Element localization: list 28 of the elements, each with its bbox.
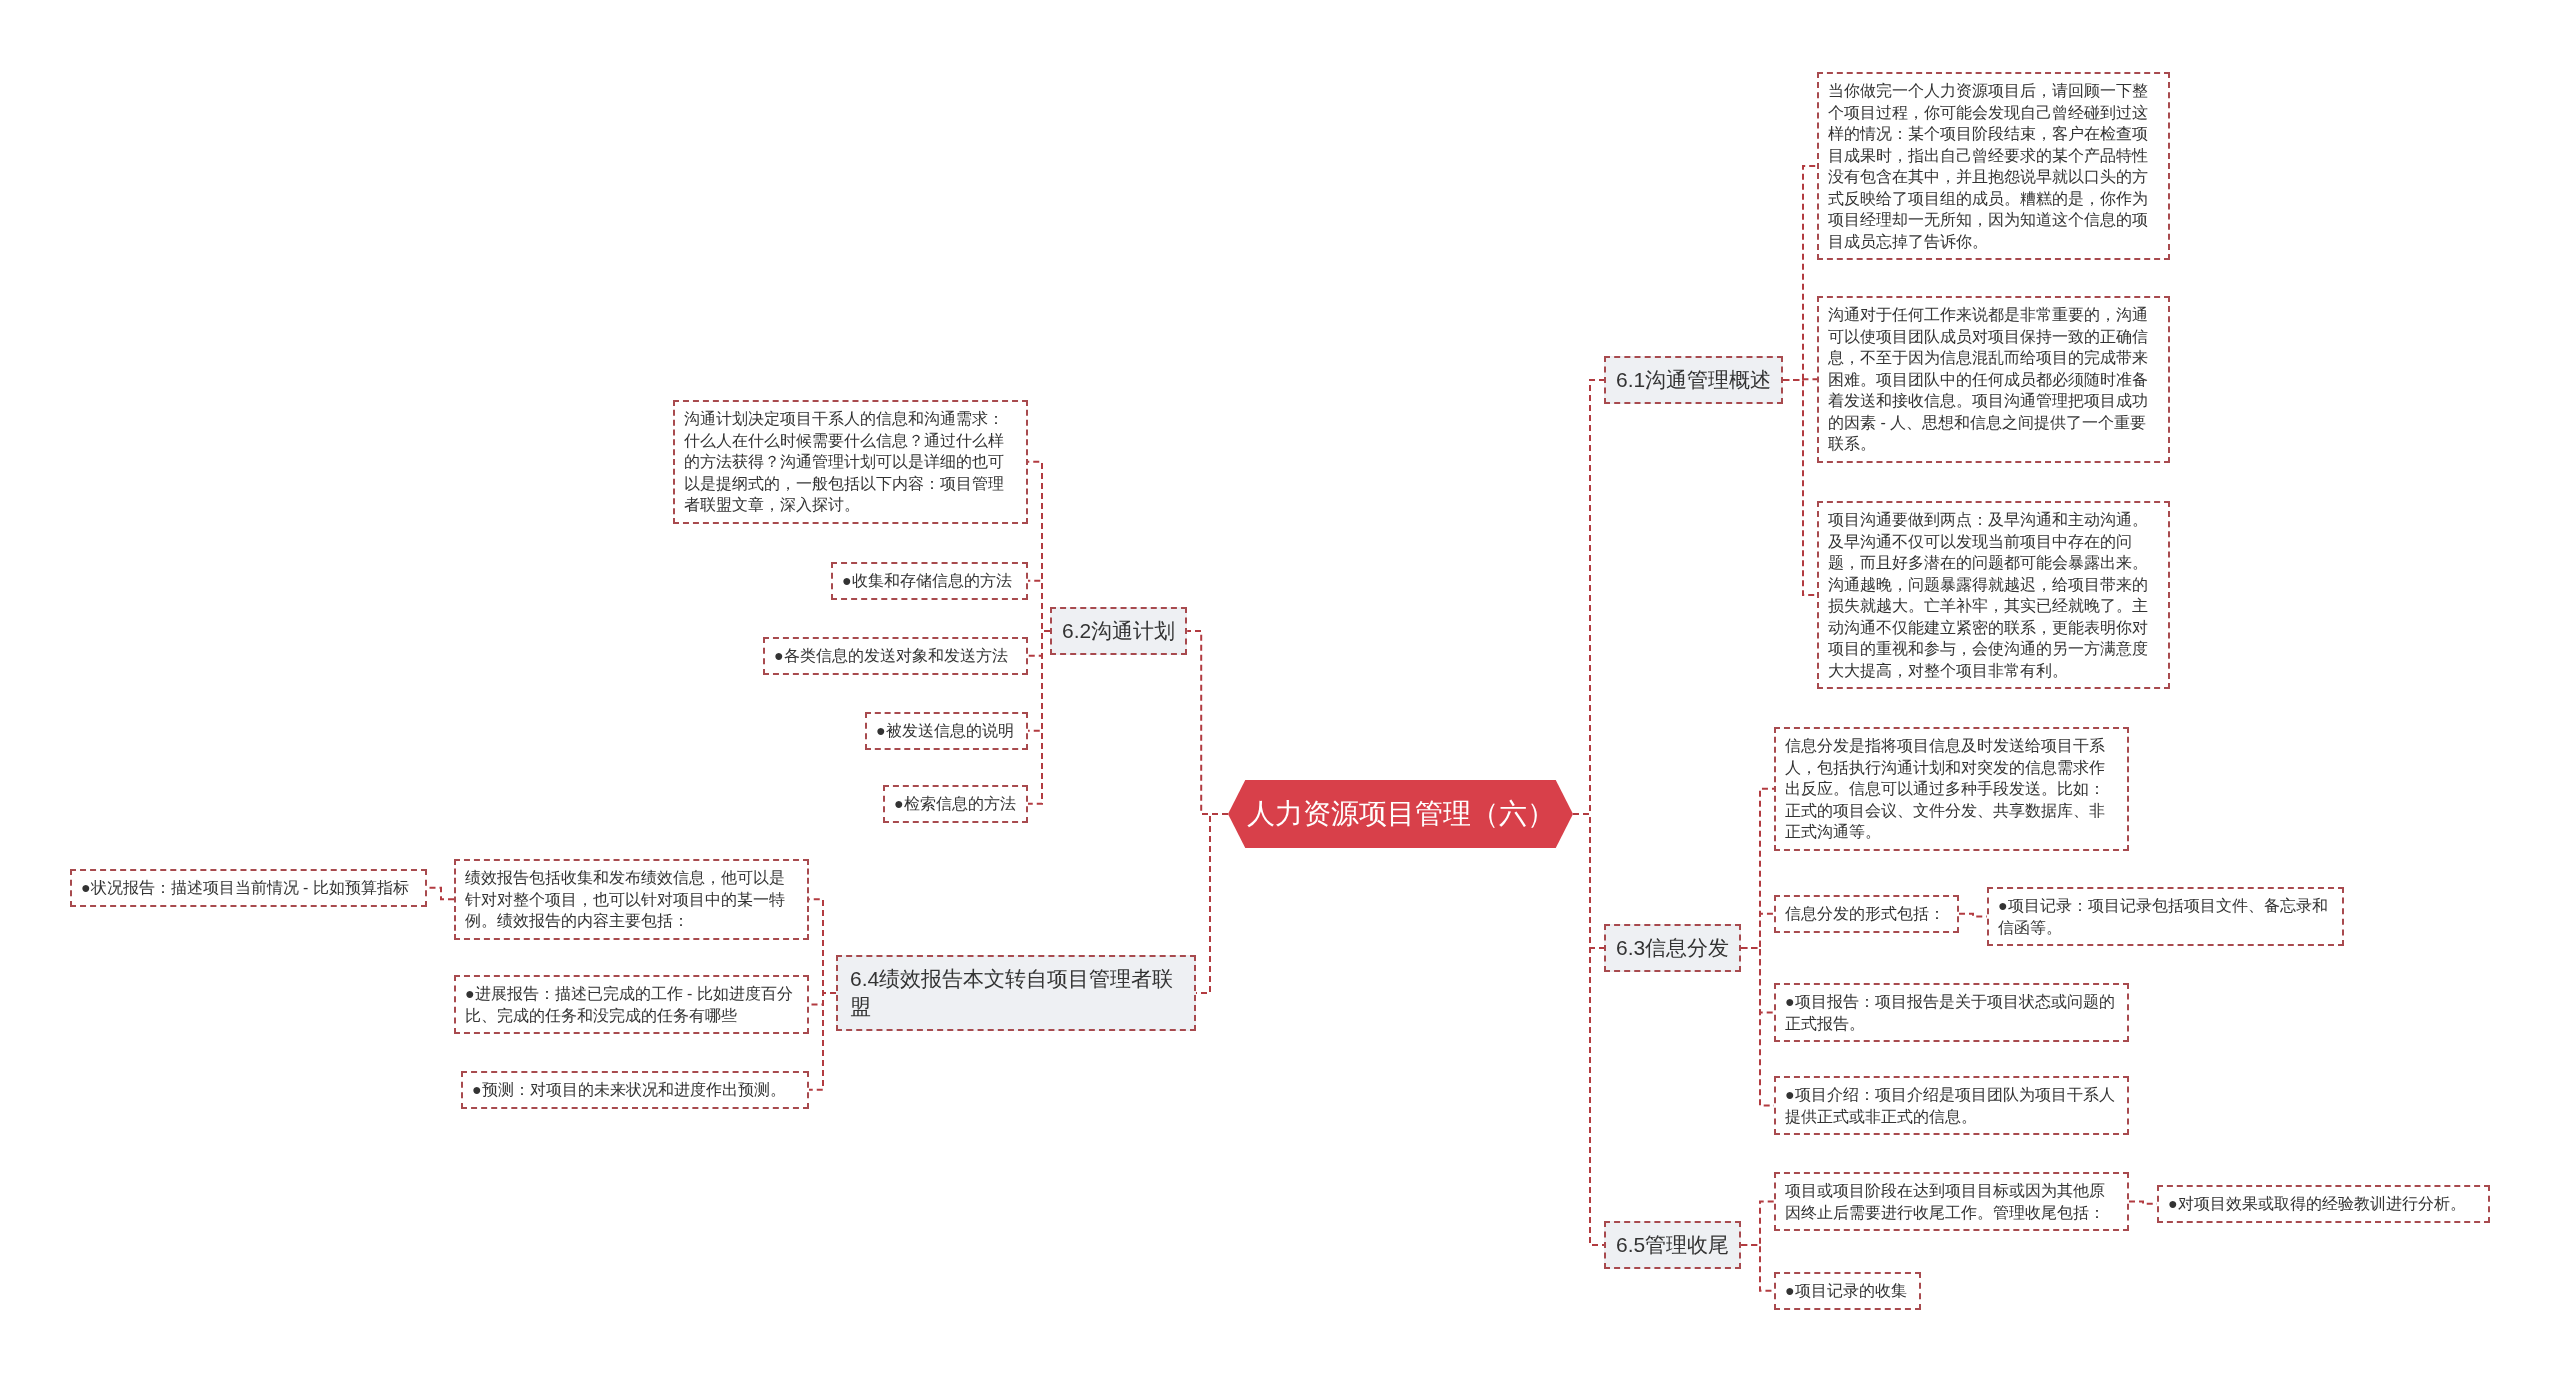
branch-topic: 6.3信息分发 xyxy=(1604,924,1742,972)
connector-line xyxy=(1027,630,1051,805)
branch-topic: 6.2沟通计划 xyxy=(1050,607,1188,655)
text-card: ●项目介绍：项目介绍是项目团队为项目干系人提供正式或非正式的信息。 xyxy=(1774,1076,2129,1135)
text-card: ●项目报告：项目报告是关于项目状态或问题的正式报告。 xyxy=(1774,983,2129,1042)
text-card: 信息分发是指将项目信息及时发送给项目干系人，包括执行沟通计划和对突发的信息需求作出反应。信息可以通过多种手段发送。比如：正式的项目会议、文件分发、共享数据库、非正式沟通等。 xyxy=(1774,727,2129,851)
text-card: ●收集和存储信息的方法 xyxy=(831,562,1028,600)
connector-line xyxy=(808,992,837,1091)
text-card: 绩效报告包括收集和发布绩效信息，他可以是针对对整个项目，也可以针对项目中的某一特例。绩效报告的内容主要包括： xyxy=(454,859,809,940)
text-card: ●检索信息的方法 xyxy=(883,785,1028,823)
text-card: ●进展报告：描述已完成的工作 - 比如进度百分比、完成的任务和没完成的任务有哪些 xyxy=(454,975,809,1034)
text-card: ●各类信息的发送对象和发送方法 xyxy=(763,637,1028,675)
text-card: ●状况报告：描述项目当前情况 - 比如预算指标 xyxy=(70,869,427,907)
branch-topic: 6.1沟通管理概述 xyxy=(1604,356,1784,404)
text-card: 信息分发的形式包括： xyxy=(1774,895,1959,933)
text-card: 沟通对于任何工作来说都是非常重要的，沟通可以使项目团队成员对项目保持一致的正确信息，不至于因为信息混乱而给项目的完成带来困难。项目团队中的任何成员都必须随时准备着发送和接收信息。项目沟通管理把项目成功的因素 - 人、思想和信息之间提供了一个重要联系。 xyxy=(1817,296,2170,463)
text-card: 项目沟通要做到两点：及早沟通和主动沟通。及早沟通不仅可以发现当前项目中存在的问题，而且好多潜在的问题都可能会暴露出来。沟通越晚，问题暴露得就越迟，给项目带来的损失就越大。亡羊补牢，其实已经就晚了。主动沟通不仅能建立紧密的联系，更能表明你对项目的重视和参与，会使沟通的另一方满意度大大提高，对整个项目非常有利。 xyxy=(1817,501,2170,689)
text-card: 项目或项目阶段在达到项目目标或因为其他原因终止后需要进行收尾工作。管理收尾包括： xyxy=(1774,1172,2129,1231)
text-card: ●项目记录的收集 xyxy=(1774,1272,1921,1310)
central-topic: 人力资源项目管理（六） xyxy=(1228,780,1573,848)
text-card: 当你做完一个人力资源项目后，请回顾一下整个项目过程，你可能会发现自己曾经碰到过这样的情况：某个项目阶段结束，客户在检查项目成果时，指出自己曾经要求的某个产品特性没有包含在其中，并且抱怨说早就以口头的方式反映给了项目组的成员。糟糕的是，你作为项目经理却一无所知，因为知道这个信息的项目成员忘掉了告诉你。 xyxy=(1817,72,2170,260)
text-card: ●项目记录：项目记录包括项目文件、备忘录和信函等。 xyxy=(1987,887,2344,946)
text-card: ●对项目效果或取得的经验教训进行分析。 xyxy=(2157,1185,2490,1223)
text-card: ●被发送信息的说明 xyxy=(865,712,1028,750)
text-card: 沟通计划决定项目干系人的信息和沟通需求：什么人在什么时候需要什么信息？通过什么样的方法获得？沟通管理计划可以是详细的也可以是提纲式的，一般包括以下内容：项目管理者联盟文章，深入探讨。 xyxy=(673,400,1028,524)
branch-topic: 6.5管理收尾 xyxy=(1604,1221,1742,1269)
branch-topic: 6.4绩效报告本文转自项目管理者联盟 xyxy=(836,955,1196,1031)
text-card: ●预测：对项目的未来状况和进度作出预测。 xyxy=(461,1071,809,1109)
